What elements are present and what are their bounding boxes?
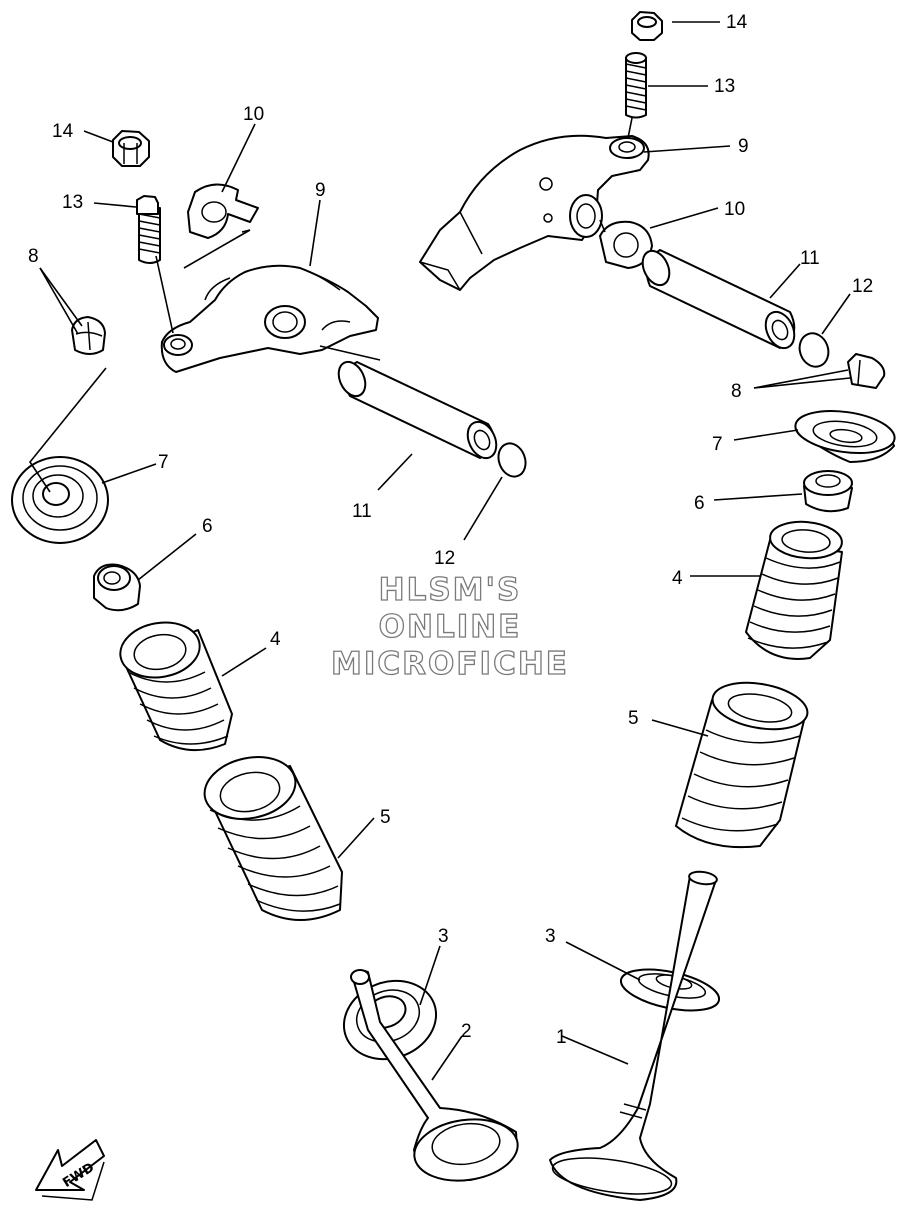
callout-3-left: 3 (438, 926, 449, 947)
outer-valve-spring-left-part (203, 756, 343, 921)
adjusting-screw-right-part (625, 52, 647, 119)
watermark-line-1: HLSM'S (379, 572, 522, 608)
callout-5-right: 5 (628, 708, 639, 729)
callout-9-right: 9 (738, 136, 749, 157)
callout-9-left: 9 (315, 180, 326, 201)
exhaust-valve-part (549, 870, 718, 1201)
callout-7-right: 7 (712, 434, 723, 455)
callout-14-left: 14 (52, 121, 74, 142)
wave-washer-right-part (599, 220, 653, 269)
spring-retainer-right-part (794, 410, 896, 463)
callout-3-right: 3 (545, 926, 556, 947)
o-ring-right-part (798, 332, 830, 368)
callout-5-left: 5 (380, 807, 391, 828)
callout-11-right: 11 (800, 248, 820, 269)
rocker-arm-right-part (419, 134, 650, 291)
intake-valve-part (350, 969, 519, 1182)
watermark: HLSM'S ONLINE MICROFICHE (330, 571, 569, 682)
valve-stem-seal-left-part (93, 563, 141, 612)
nut-left-part (112, 130, 150, 167)
callout-12-right: 12 (852, 276, 873, 297)
callout-10-right: 10 (724, 199, 745, 220)
callout-numbers: 14 13 10 9 8 7 11 12 6 4 5 3 2 14 13 9 1… (28, 12, 873, 1048)
callout-1: 1 (556, 1027, 567, 1048)
outer-valve-spring-right-part (675, 681, 809, 849)
callout-2: 2 (461, 1021, 472, 1042)
adjusting-screw-left-part (136, 195, 161, 264)
watermark-line-2: ONLINE (379, 609, 522, 645)
inner-valve-spring-left-part (119, 621, 233, 752)
wave-washer-left-part (187, 183, 259, 239)
callout-8-left: 8 (28, 246, 39, 267)
valve-cotter-left-part (71, 316, 106, 355)
fwd-arrow-icon: FWD (35, 1139, 105, 1201)
o-ring-left-part (497, 442, 527, 478)
valve-stem-seal-right-part (803, 470, 853, 513)
callout-12-left: 12 (434, 548, 455, 569)
callout-11-left: 11 (352, 501, 372, 522)
callout-14-right: 14 (726, 12, 748, 33)
callout-4-left: 4 (270, 629, 281, 650)
callout-10-left: 10 (243, 104, 264, 125)
nut-right-part (631, 11, 663, 41)
valve-cotter-right-part (847, 353, 886, 389)
rocker-arm-left-part (160, 264, 379, 373)
callout-4-right: 4 (672, 568, 683, 589)
callout-13-right: 13 (714, 76, 735, 97)
watermark-line-3: MICROFICHE (331, 646, 569, 682)
rocker-shaft-left-part (337, 360, 498, 460)
callout-6-left: 6 (202, 516, 213, 537)
inner-valve-spring-right-part (745, 520, 843, 660)
callout-7-left: 7 (158, 452, 169, 473)
callout-13-left: 13 (62, 192, 83, 213)
callout-8-right: 8 (731, 381, 742, 402)
leader-lines (29, 21, 851, 1081)
rocker-shaft-right-part (641, 249, 796, 350)
callout-6-right: 6 (694, 493, 705, 514)
spring-retainer-left-part (11, 456, 109, 544)
